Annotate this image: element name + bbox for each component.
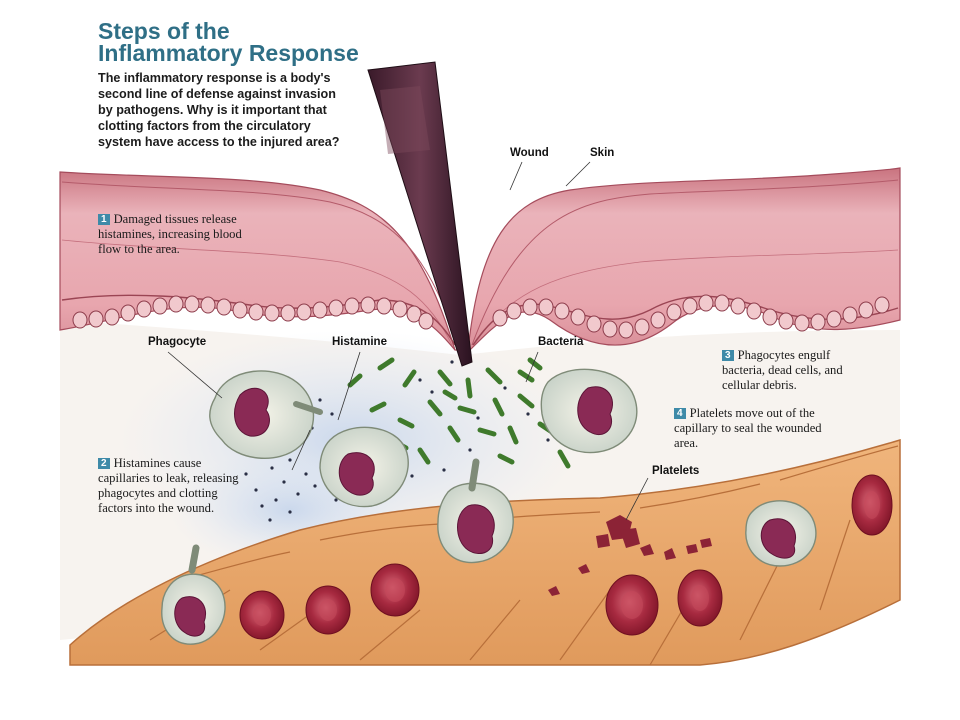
step-3-number: 3 [722, 350, 734, 361]
step-3-text: Phagocytes engulf bacteria, dead cells, … [722, 348, 843, 392]
leader-lines [167, 161, 649, 521]
step-1-text: Damaged tissues release histamines, incr… [98, 212, 242, 256]
intro-text: The inflammatory response is a body's se… [98, 71, 340, 149]
phagocytes [161, 368, 817, 645]
step-1-number: 1 [98, 214, 110, 225]
step-4-number: 4 [674, 408, 686, 419]
label-wound: Wound [510, 147, 549, 159]
diagram-title: Steps of the Inflammatory Response [98, 18, 359, 66]
label-phagocyte: Phagocyte [148, 336, 207, 348]
step-4-text: Platelets move out of the capillary to s… [674, 406, 822, 450]
label-platelets: Platelets [652, 465, 700, 477]
label-skin: Skin [590, 147, 615, 159]
label-bacteria: Bacteria [538, 336, 584, 348]
puncture-object [367, 61, 473, 367]
platelets-cluster [548, 515, 712, 596]
step-2-number: 2 [98, 458, 110, 469]
step-2-text: Histamines cause capillaries to leak, re… [98, 456, 239, 515]
basal-cell-row [72, 294, 890, 339]
bacteria-cluster [347, 357, 571, 469]
label-histamine: Histamine [332, 336, 387, 348]
